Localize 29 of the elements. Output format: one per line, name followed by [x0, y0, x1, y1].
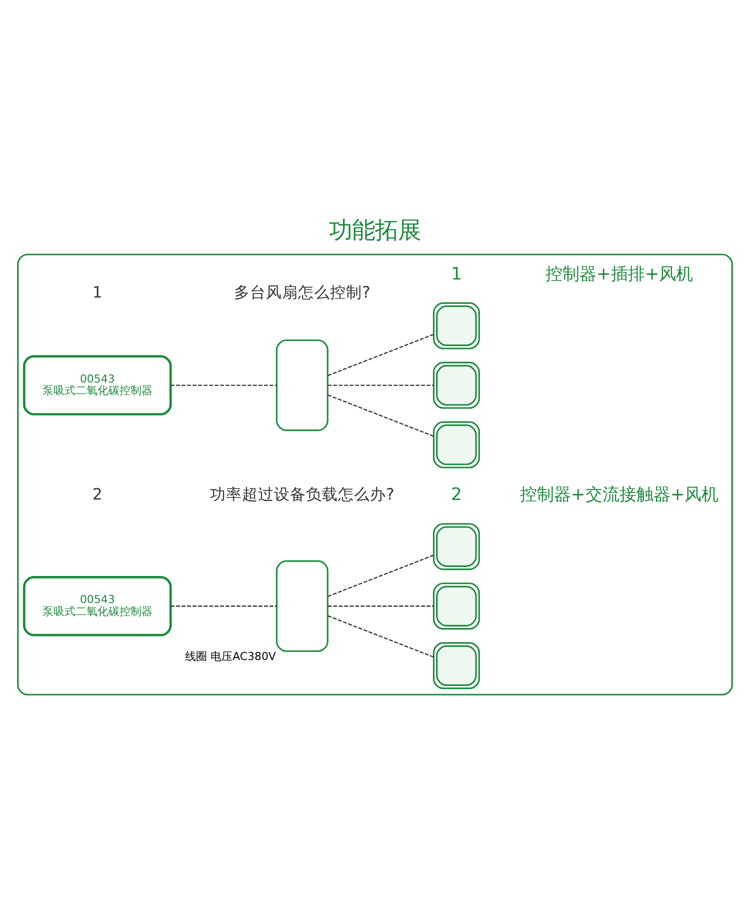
node-box: 00543 泵吸式二氧化碳控制器 — [23, 355, 172, 416]
connector — [170, 384, 277, 386]
label: 多台风扇怎么控制? — [234, 282, 370, 302]
label: 控制器+交流接触器+风机 — [520, 485, 719, 506]
connector — [170, 606, 277, 607]
node-picture — [432, 642, 480, 690]
connector — [328, 384, 434, 386]
node-picture — [432, 362, 480, 409]
label: 1 — [92, 282, 102, 302]
node-label: 线圈 电压AC380V — [185, 650, 276, 663]
node-box — [276, 560, 328, 652]
node-picture — [432, 302, 480, 350]
label: 1 — [450, 264, 462, 284]
connector — [328, 554, 434, 597]
label: 控制器+插排+风机 — [545, 264, 694, 284]
connector — [328, 615, 434, 658]
node-picture — [432, 523, 480, 570]
label: 功率超过设备负载怎么办? — [210, 484, 394, 504]
label: 2 — [92, 484, 102, 504]
node-picture — [432, 582, 480, 630]
connector — [328, 606, 434, 607]
diagram-title: 功能拓展 — [329, 216, 421, 244]
cluster — [17, 254, 733, 696]
connector — [328, 394, 434, 437]
node-box: 00543 泵吸式二氧化碳控制器 — [23, 576, 172, 636]
node-box — [276, 339, 328, 432]
node-picture — [432, 421, 480, 468]
connector — [328, 334, 434, 376]
label: 2 — [450, 485, 462, 506]
